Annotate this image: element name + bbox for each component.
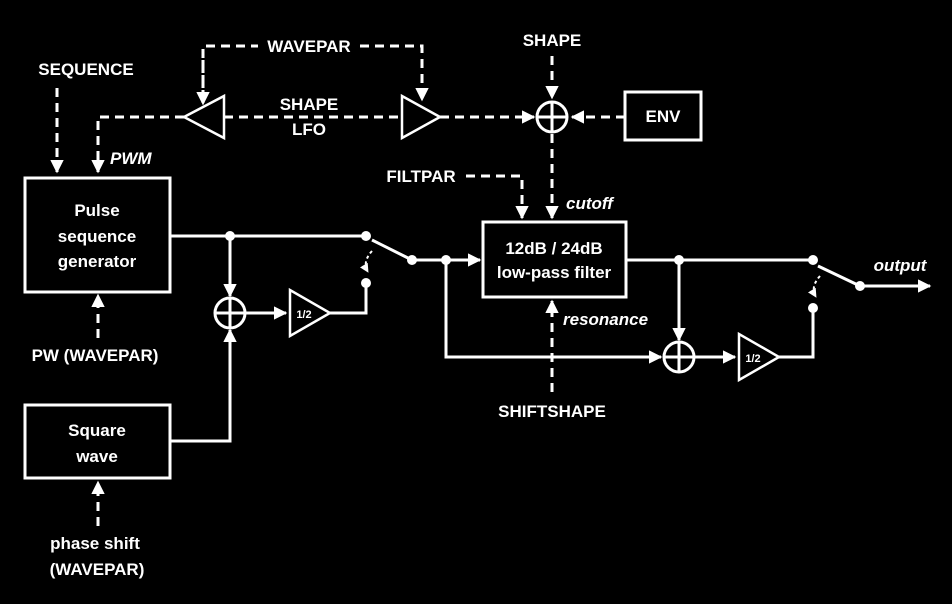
switch1-contact-bottom: [361, 278, 371, 288]
filtpar-label: FILTPAR: [386, 167, 455, 186]
half-gain-2-label: 1/2: [745, 353, 760, 365]
cutoff-label: cutoff: [566, 194, 615, 213]
square-block-label-line1: Square: [68, 421, 126, 440]
pulse-block-label-line3: generator: [58, 252, 137, 271]
switch2-arm: [817, 264, 861, 288]
square-wave-block: [23, 403, 172, 480]
switch1-arm: [371, 238, 413, 262]
switch2-contact-bottom: [808, 303, 818, 313]
shape-lfo-label-line1: SHAPE: [280, 95, 339, 114]
wavepar-top-label: WAVEPAR: [267, 37, 350, 56]
half2-to-switch-line: [779, 308, 815, 359]
switch1-toggle-arrow: [359, 250, 373, 273]
filter-block-label-line2: low-pass filter: [497, 263, 612, 282]
pulse-block-label-line2: sequence: [58, 227, 136, 246]
square-to-sum-line: [170, 328, 237, 443]
pulse-generator-block: [23, 176, 172, 294]
half-gain-1-triangle: [288, 287, 333, 339]
lfo-triangle-right: [400, 93, 443, 141]
sum-junction-top: [535, 100, 569, 134]
pwm-label: PWM: [110, 149, 152, 168]
phase-shift-label-line1: phase shift: [50, 534, 140, 553]
sequence-label: SEQUENCE: [38, 60, 133, 79]
env-block-label: ENV: [646, 107, 682, 126]
phase-shift-label-line2: (WAVEPAR): [50, 560, 145, 579]
filtpar-line: [466, 174, 529, 220]
half-gain-2-triangle: [737, 331, 782, 383]
lfo-triangle-left: [181, 93, 226, 141]
pulse-block-label-line1: Pulse: [74, 201, 119, 220]
switch2-contact-top: [808, 255, 818, 265]
pw-wavepar-label: PW (WAVEPAR): [32, 346, 159, 365]
shiftshape-label: SHIFTSHAPE: [498, 402, 606, 421]
shape-lfo-label-line2: LFO: [292, 120, 326, 139]
switch1-contact-top: [361, 231, 371, 241]
filter-block-label-line1: 12dB / 24dB: [505, 239, 602, 258]
env-block: [623, 90, 703, 142]
square-block-label-line2: wave: [75, 447, 118, 466]
lowpass-filter-block: [481, 220, 628, 299]
half-gain-1-label: 1/2: [296, 309, 311, 321]
switch2-toggle-arrow: [807, 275, 821, 298]
sum-junction-left: [213, 296, 247, 330]
sum-junction-right: [662, 340, 696, 374]
output-label: output: [874, 256, 928, 275]
half1-to-switch-line: [330, 283, 368, 315]
shape-top-label: SHAPE: [523, 31, 582, 50]
bypass-line: [444, 260, 663, 364]
pwm-line: [91, 115, 184, 174]
resonance-label: resonance: [563, 310, 648, 329]
